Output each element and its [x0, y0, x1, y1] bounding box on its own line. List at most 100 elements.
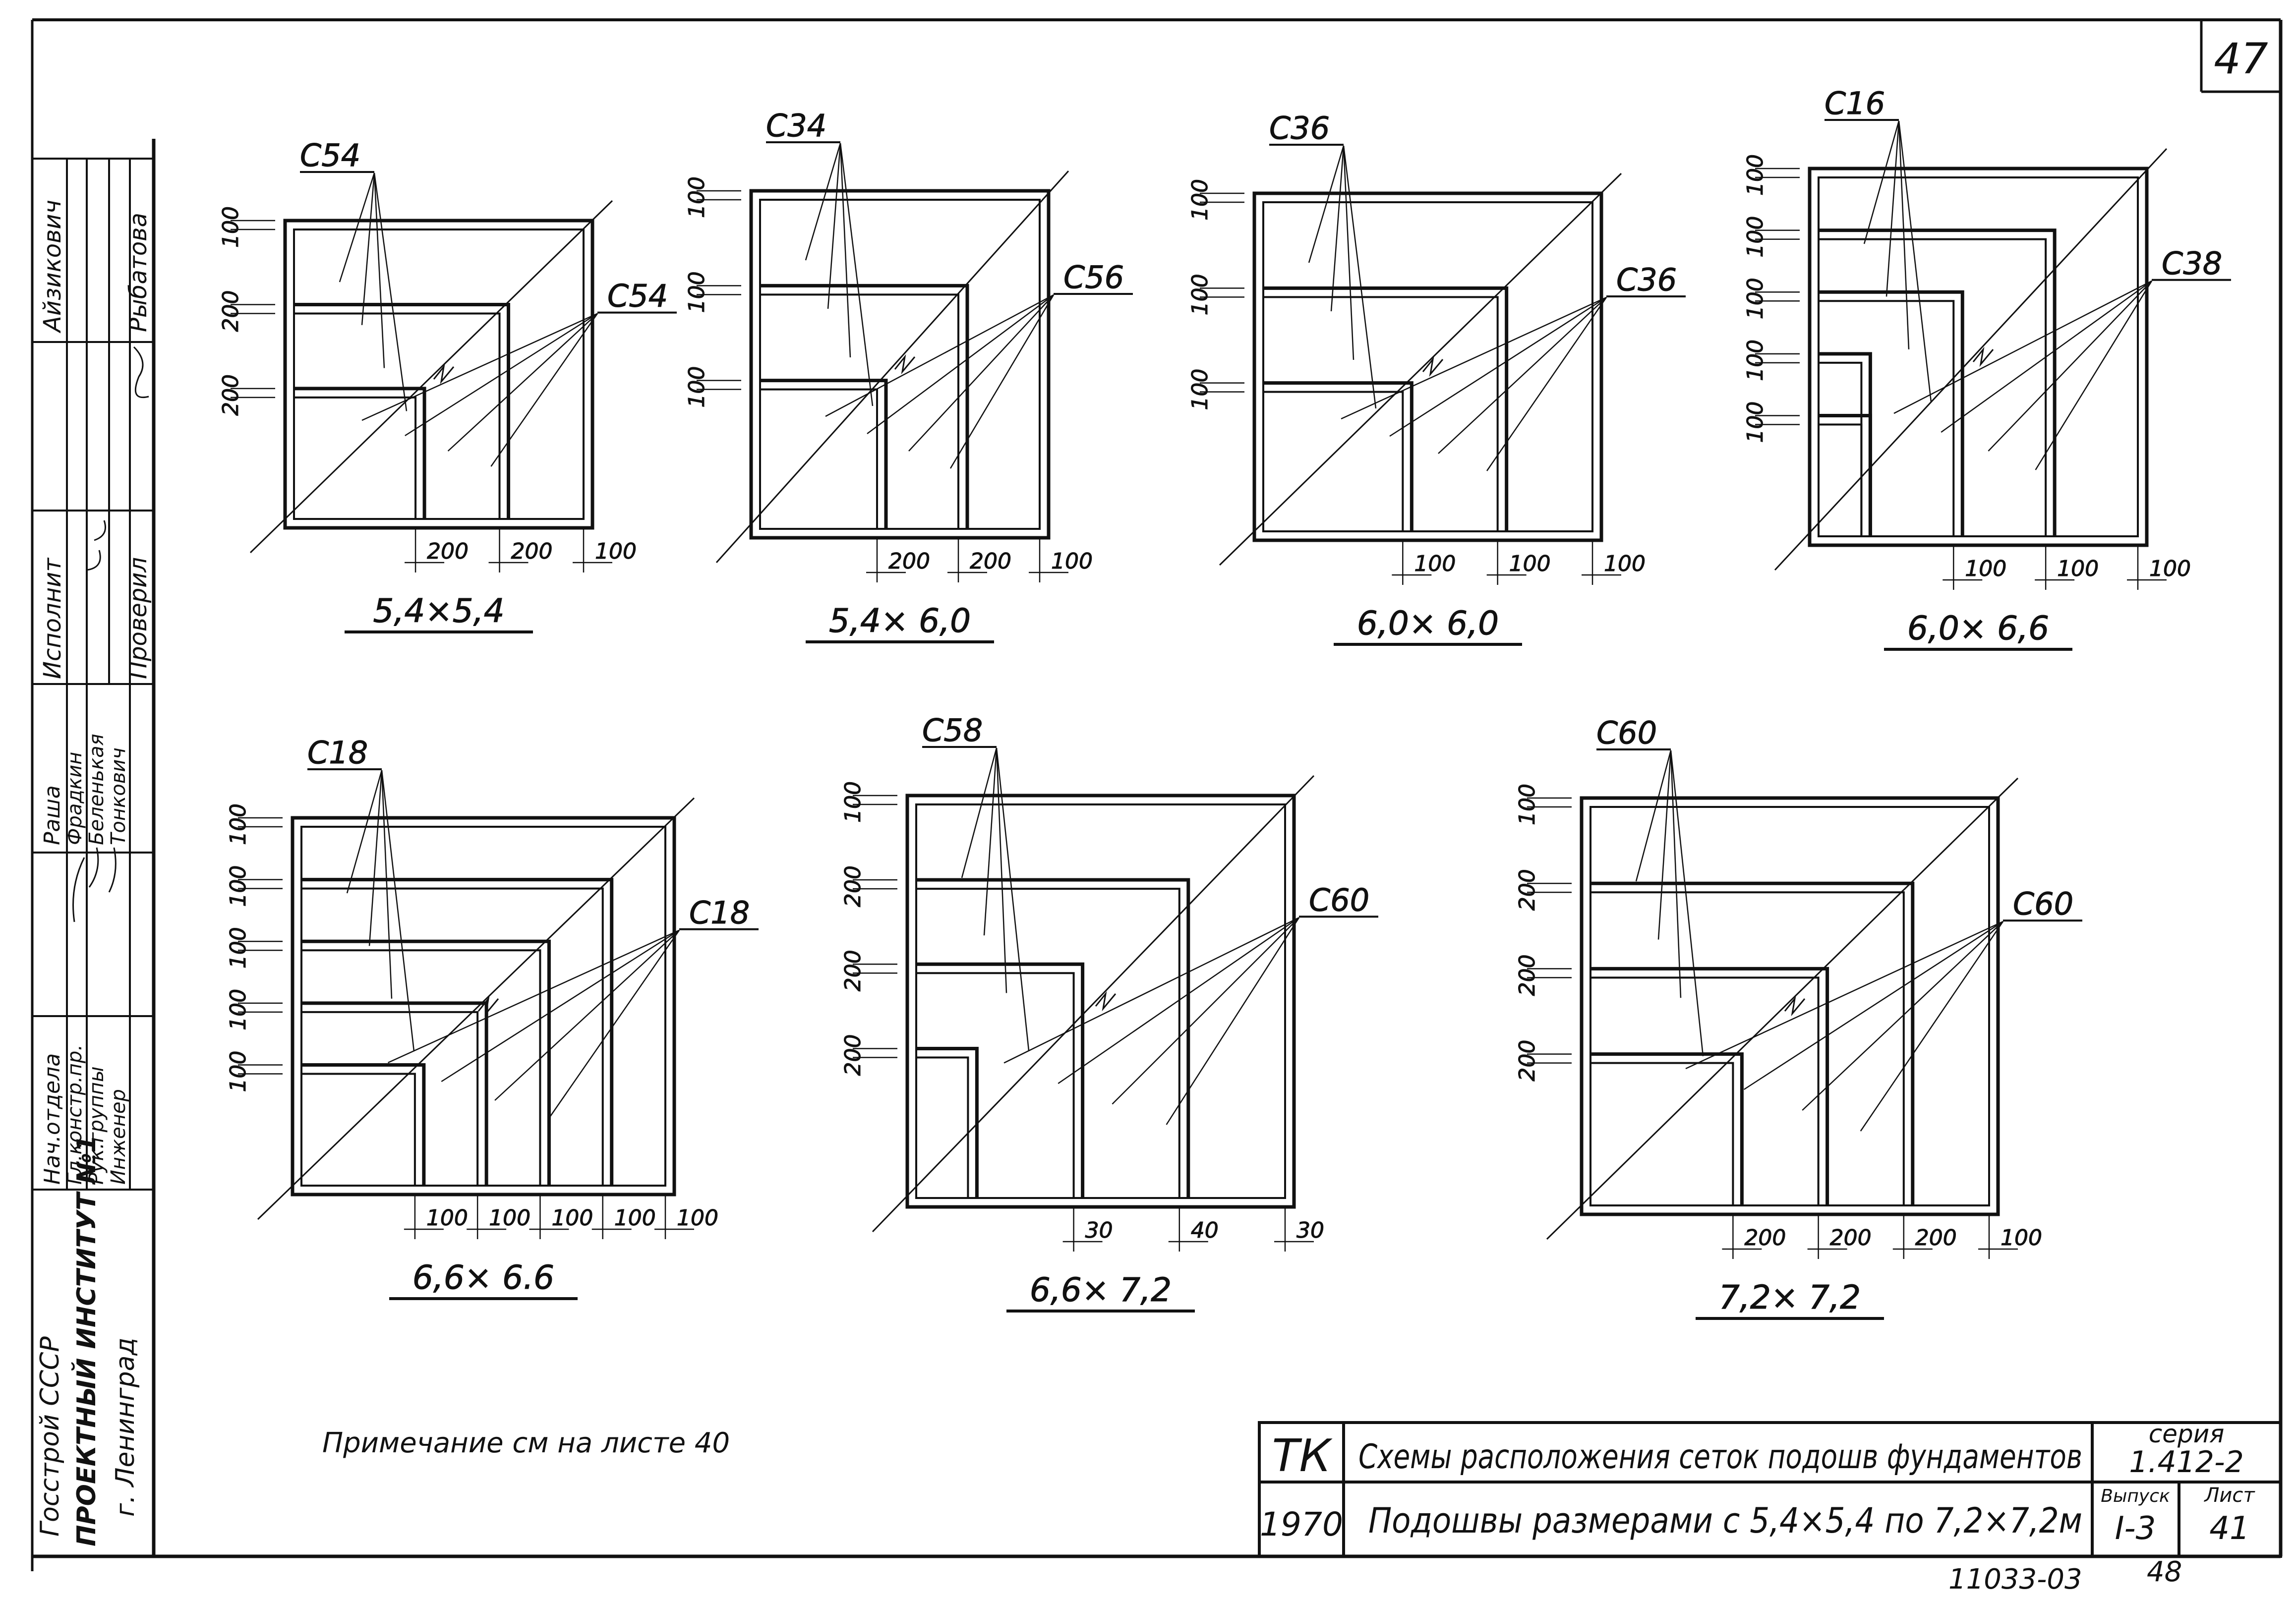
dim-bottom-label: 200	[1915, 1225, 1957, 1251]
dim-left-label: 200	[1515, 1040, 1540, 1082]
role-3: Рук.группы	[85, 1066, 108, 1185]
dim-bottom-label: 30	[1085, 1218, 1113, 1243]
mesh-label-outer: С60	[2013, 886, 2073, 922]
dim-left-label: 100	[226, 865, 251, 907]
dim-bottom-label: 100	[489, 1205, 530, 1231]
dim-left-label: 200	[840, 865, 866, 907]
panel-caption: 5,4×5,4	[373, 592, 504, 630]
left-stamp-text: Госстрой СССР ПРОЕКТНЫЙ ИНСТИТУТ №1 г. Л…	[35, 200, 152, 1546]
left-stamp-block	[32, 158, 154, 1191]
org-line-3: г. Ленинград	[111, 1338, 140, 1517]
bottom-page: 48	[2147, 1556, 2182, 1588]
title-block	[1258, 1421, 2282, 1558]
title-block-text: ТК 1970 Схемы расположения сеток подошв …	[1260, 1420, 2255, 1547]
dim-left-label: 100	[840, 781, 866, 823]
role-2: Гл.констр.пр.	[63, 1044, 86, 1185]
panel-caption: 6,6× 6.6	[412, 1258, 554, 1297]
sheet-label: Лист	[2203, 1484, 2255, 1507]
mesh-label-inner: С54	[300, 137, 360, 173]
dim-bottom-label: 200	[511, 539, 553, 564]
dim-bottom-label: 100	[677, 1205, 718, 1231]
dim-left-label: 100	[1743, 154, 1768, 196]
name-2: Фрадкин	[63, 752, 86, 845]
mesh-label-outer: С56	[1063, 259, 1124, 295]
dim-left-label: 200	[840, 1034, 866, 1076]
dim-left-label: 100	[1515, 784, 1540, 825]
mesh-label-inner: С18	[307, 735, 368, 771]
dim-bottom-label: 200	[970, 549, 1011, 574]
role-1: Нач.отдела	[40, 1053, 65, 1185]
dim-left-label: 100	[226, 989, 251, 1030]
dim-left-label: 100	[1743, 401, 1768, 443]
mesh-label-outer: С60	[1309, 882, 1369, 918]
name-4: Тонкович	[107, 747, 130, 845]
dim-bottom-label: 100	[426, 1205, 468, 1231]
dim-left-label: 100	[226, 1051, 251, 1092]
dim-bottom-label: 100	[595, 539, 637, 564]
dim-left-label: 100	[226, 803, 251, 845]
dim-bottom-label: 200	[1744, 1225, 1786, 1251]
mesh-label-outer: С36	[1616, 262, 1677, 298]
name-1: Раша	[40, 785, 65, 845]
check-name: Рыбатова	[124, 213, 152, 332]
dim-left-label: 100	[684, 366, 709, 408]
tk-label: ТК	[1272, 1430, 1333, 1482]
mesh-label-outer: С54	[607, 278, 668, 314]
dim-bottom-label: 100	[2149, 556, 2191, 581]
dim-bottom-label: 100	[2057, 556, 2099, 581]
dim-left-label: 100	[1187, 274, 1213, 315]
mesh-label-outer: С38	[2162, 245, 2222, 282]
page-number: 47	[2214, 34, 2268, 84]
year-label: 1970	[1260, 1505, 1343, 1543]
title-line-1: Схемы расположения сеток подошв фундамен…	[1358, 1437, 2082, 1477]
dim-bottom-label: 100	[1604, 551, 1646, 576]
dim-left-label: 200	[218, 290, 243, 332]
dim-left-label: 100	[218, 206, 243, 248]
dim-bottom-label: 100	[2001, 1225, 2042, 1251]
dim-left-label: 100	[1743, 340, 1768, 381]
mesh-label-inner: С34	[766, 108, 826, 144]
mesh-label-inner: С16	[1825, 85, 1885, 121]
dim-left-label: 100	[1743, 278, 1768, 319]
dim-left-label: 100	[1187, 369, 1213, 410]
dim-left-label: 100	[1743, 216, 1768, 258]
bottom-code: 11033-03	[1948, 1563, 2082, 1596]
dim-bottom-label: 40	[1191, 1218, 1219, 1243]
dim-bottom-label: 30	[1296, 1218, 1324, 1243]
exec-label: Исполнит	[39, 557, 66, 679]
dim-left-label: 200	[1515, 954, 1540, 996]
dim-bottom-label: 200	[1830, 1225, 1872, 1251]
role-4: Инженер	[107, 1089, 130, 1185]
sheet-value: 41	[2209, 1510, 2249, 1547]
dim-left-label: 100	[684, 271, 709, 313]
series-label: серия	[2149, 1420, 2225, 1448]
dim-bottom-label: 100	[1965, 556, 2006, 581]
issue-value: I-3	[2115, 1510, 2156, 1547]
mesh-label-inner: С36	[1269, 110, 1330, 146]
title-line-2: Подошвы размерами с 5,4×5,4 по 7,2×7,2м	[1368, 1500, 2082, 1541]
org-line-2: ПРОЕКТНЫЙ ИНСТИТУТ №1	[71, 1135, 102, 1546]
issue-label: Выпуск	[2101, 1486, 2170, 1506]
mesh-label-outer: С18	[689, 895, 750, 931]
name-3: Беленькая	[85, 734, 108, 845]
dim-bottom-label: 100	[614, 1205, 656, 1231]
org-line-1: Госстрой СССР	[35, 1336, 65, 1537]
dim-left-label: 200	[840, 950, 866, 991]
dim-bottom-label: 100	[1051, 549, 1093, 574]
dim-bottom-label: 100	[1414, 551, 1456, 576]
dim-left-label: 100	[684, 176, 709, 218]
panel-caption: 6,0× 6,0	[1357, 604, 1499, 642]
dim-bottom-label: 100	[551, 1205, 593, 1231]
dim-left-label: 200	[218, 374, 243, 416]
dim-bottom-label: 200	[427, 539, 469, 564]
note-text: Примечание см на листе 40	[322, 1427, 730, 1459]
dim-left-label: 200	[1515, 869, 1540, 911]
